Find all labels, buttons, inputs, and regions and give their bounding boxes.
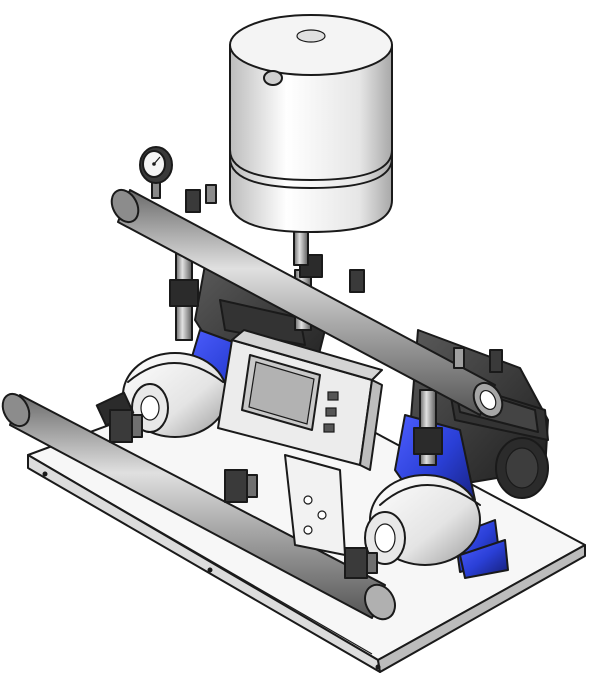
control-panel [217,329,383,556]
suction-valve-mid [224,469,258,503]
discharge-manifold [110,184,504,419]
suction-valve-right [344,547,378,579]
pressure-gauge [139,146,173,199]
suction-manifold [1,392,396,621]
suction-valve-left [109,409,143,443]
expansion-tank [229,14,393,266]
